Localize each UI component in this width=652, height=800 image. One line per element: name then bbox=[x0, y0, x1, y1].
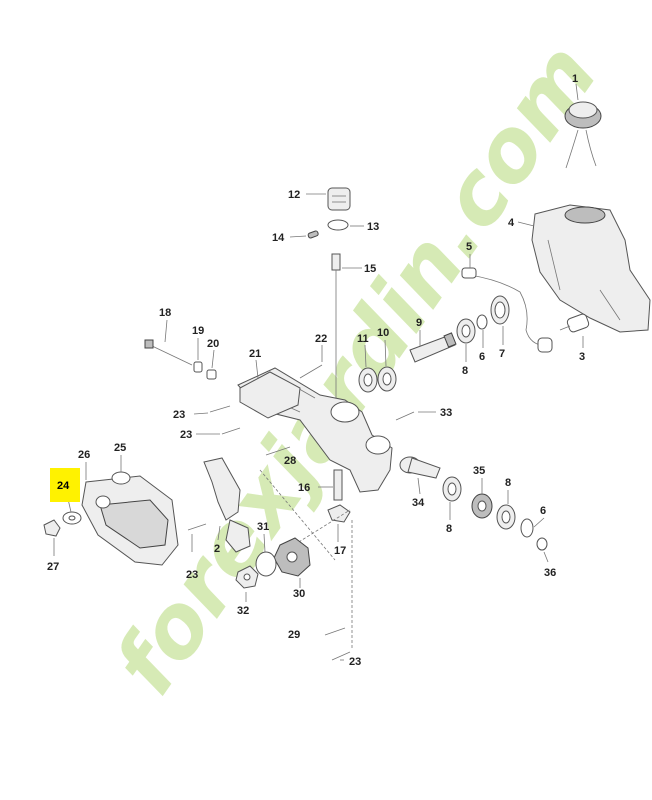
part-6-circlip bbox=[476, 314, 488, 330]
part-28-screw bbox=[265, 446, 291, 456]
part-11-bearing bbox=[358, 367, 378, 393]
callout-27: 27 bbox=[47, 561, 59, 573]
callout-13: 13 bbox=[367, 221, 379, 233]
part-22-screw bbox=[299, 364, 323, 379]
callout-labels: 1 4 5 3 7 6 8 9 10 11 12 13 14 15 18 19 … bbox=[47, 73, 585, 668]
part-1-filler-cap bbox=[564, 101, 602, 169]
watermark-text: forexjardin.com bbox=[95, 26, 617, 712]
callout-15: 15 bbox=[364, 263, 376, 275]
callout-14: 14 bbox=[272, 232, 285, 244]
watermark: forexjardin.com bbox=[95, 26, 617, 712]
callout-11: 11 bbox=[357, 333, 369, 345]
callout-20: 20 bbox=[207, 338, 219, 350]
callout-23-b: 23 bbox=[180, 429, 192, 441]
callout-7: 7 bbox=[499, 348, 505, 360]
callout-21: 21 bbox=[249, 348, 261, 360]
callout-8-mid: 8 bbox=[446, 523, 452, 535]
callout-34: 34 bbox=[412, 497, 425, 509]
callout-12: 12 bbox=[288, 189, 300, 201]
part-12-knob bbox=[327, 187, 351, 211]
part-7-seal bbox=[490, 295, 510, 325]
callout-6-lower: 6 bbox=[540, 505, 546, 517]
part-14-pin bbox=[307, 230, 319, 239]
part-18-bolt bbox=[144, 339, 193, 366]
part-16-pin bbox=[333, 469, 343, 501]
callout-36: 36 bbox=[544, 567, 556, 579]
callout-6-upper: 6 bbox=[479, 351, 485, 363]
part-8-bearing bbox=[456, 318, 476, 344]
part-25-washer bbox=[111, 471, 131, 485]
part-13-washer bbox=[327, 219, 349, 231]
callout-3: 3 bbox=[579, 351, 585, 363]
callout-32: 32 bbox=[237, 605, 249, 617]
part-20-nut bbox=[206, 369, 217, 380]
part-19-spring bbox=[193, 361, 203, 373]
highlight-box bbox=[50, 468, 80, 502]
callout-19: 19 bbox=[192, 325, 204, 337]
callout-17: 17 bbox=[334, 545, 346, 557]
part-23-screws bbox=[187, 405, 351, 661]
callout-28: 28 bbox=[284, 455, 296, 467]
part-32-nut bbox=[235, 565, 259, 589]
part-36-washer bbox=[536, 537, 548, 551]
part-5-hose bbox=[461, 267, 553, 353]
part-6-circlip-low bbox=[520, 518, 534, 538]
callout-5: 5 bbox=[466, 241, 472, 253]
callout-2: 2 bbox=[214, 543, 220, 555]
callout-4: 4 bbox=[508, 217, 515, 229]
callout-24-highlight[interactable]: 24 bbox=[50, 468, 80, 502]
callout-35: 35 bbox=[473, 465, 485, 477]
callout-23-d: 23 bbox=[349, 656, 361, 668]
callout-23-c: 23 bbox=[186, 569, 198, 581]
callout-26: 26 bbox=[78, 449, 90, 461]
part-21-block bbox=[239, 371, 301, 419]
callout-9: 9 bbox=[416, 317, 422, 329]
part-8-bearing-mid bbox=[442, 476, 462, 502]
part-34-shaft bbox=[399, 456, 441, 479]
part-3-fitting bbox=[559, 313, 590, 333]
part-4-housing bbox=[531, 204, 651, 333]
part-26-cover bbox=[81, 475, 179, 566]
callout-10: 10 bbox=[377, 327, 389, 339]
part-35-gear bbox=[471, 493, 493, 519]
callout-30: 30 bbox=[293, 588, 305, 600]
callout-8-right: 8 bbox=[505, 477, 511, 489]
part-15-rod bbox=[331, 253, 341, 400]
part-24-washer bbox=[62, 511, 82, 525]
callout-1: 1 bbox=[572, 73, 578, 85]
part-2-guard-plate bbox=[203, 457, 251, 553]
callout-8-upper: 8 bbox=[462, 365, 468, 377]
callout-16: 16 bbox=[298, 482, 310, 494]
callout-18: 18 bbox=[159, 307, 171, 319]
part-33-screw bbox=[395, 411, 415, 421]
part-27-nut bbox=[43, 519, 61, 537]
part-10-bearing bbox=[377, 366, 397, 392]
part-9-shaft bbox=[409, 332, 457, 363]
part-17-nut bbox=[327, 504, 351, 523]
part-8-bearing-low bbox=[496, 504, 516, 530]
part-31-washer bbox=[255, 551, 277, 577]
callout-31: 31 bbox=[257, 521, 269, 533]
callout-24: 24 bbox=[57, 480, 70, 492]
callout-29: 29 bbox=[288, 629, 300, 641]
callout-33: 33 bbox=[440, 407, 452, 419]
callout-22: 22 bbox=[315, 333, 327, 345]
callout-23-a: 23 bbox=[173, 409, 185, 421]
callout-25: 25 bbox=[114, 442, 126, 454]
